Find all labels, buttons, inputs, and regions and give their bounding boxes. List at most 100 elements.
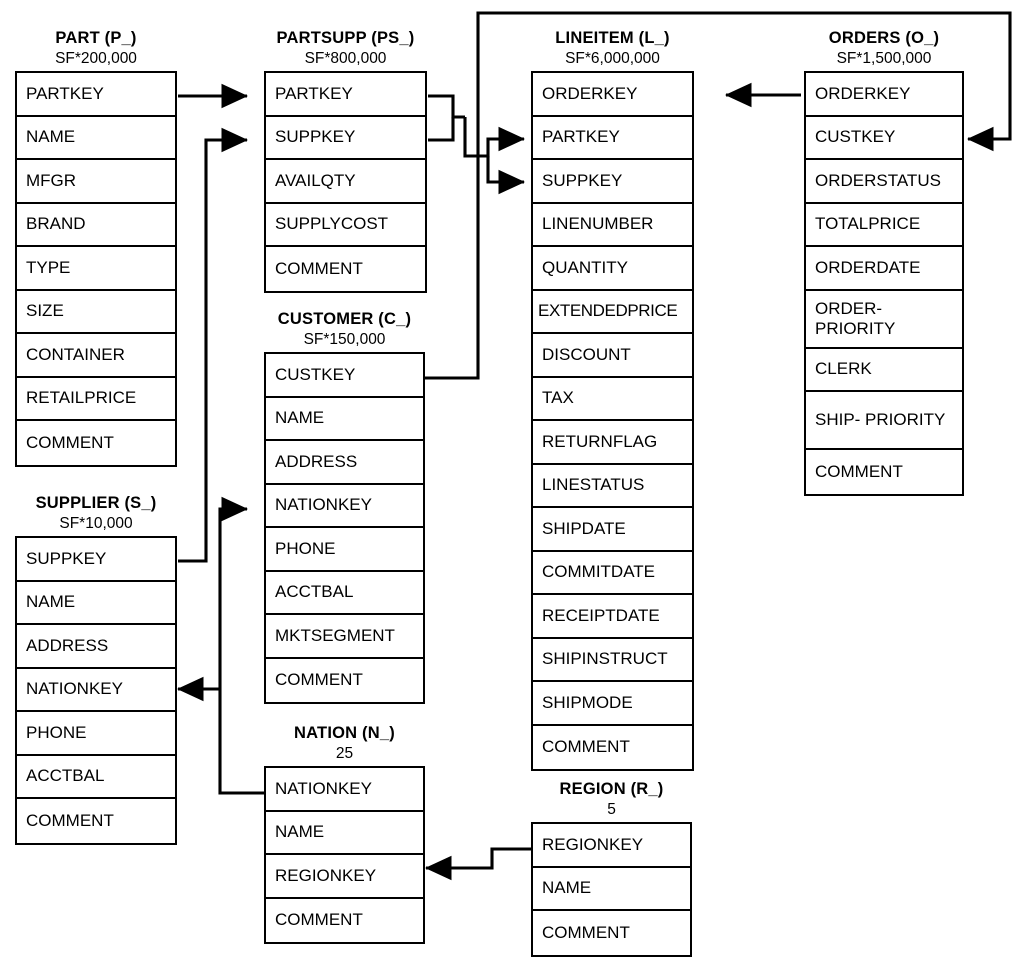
field-supplier-phone[interactable]: PHONE [17,712,175,756]
field-nation-name[interactable]: NAME [266,811,423,855]
entity-nation: NATION (N_) 25 NATIONKEY NAME REGIONKEY … [264,725,425,944]
connector-partsupp-lineitem-part [463,117,526,158]
entity-lineitem-fields: ORDERKEY PARTKEY SUPPKEY LINENUMBER QUAN… [531,71,694,771]
field-orders-orderpriority[interactable]: ORDER- PRIORITY [806,290,962,349]
field-lineitem-returnflag[interactable]: RETURNFLAG [533,421,692,465]
field-lineitem-shipdate[interactable]: SHIPDATE [533,508,692,552]
connector-supplier-partsupp [178,127,249,563]
field-orders-orderstatus[interactable]: ORDERSTATUS [806,160,962,204]
field-customer-nationkey[interactable]: NATIONKEY [266,484,423,528]
field-customer-comment[interactable]: COMMENT [266,658,423,702]
field-lineitem-shipinstruct[interactable]: SHIPINSTRUCT [533,638,692,682]
field-part-mfgr[interactable]: MFGR [17,160,175,204]
entity-orders-title: ORDERS (O_) [828,29,940,47]
entity-lineitem-title: LINEITEM (L_) [555,29,670,47]
field-supplier-suppkey[interactable]: SUPPKEY [17,538,175,582]
field-customer-address[interactable]: ADDRESS [266,441,423,485]
field-lineitem-discount[interactable]: DISCOUNT [533,334,692,378]
field-orders-orderdate[interactable]: ORDERDATE [806,247,962,291]
field-lineitem-extendedprice[interactable]: EXTENDEDPRICE [533,290,692,334]
field-region-name[interactable]: NAME [533,867,690,911]
field-customer-mktsegment[interactable]: MKTSEGMENT [266,615,423,659]
entity-supplier-title: SUPPLIER (S_) [35,494,157,512]
entity-part-title: PART (P_) [55,29,137,47]
entity-lineitem: LINEITEM (L_) SF*6,000,000 ORDERKEY PART… [531,30,694,771]
field-orders-comment[interactable]: COMMENT [806,450,962,494]
field-orders-orderkey[interactable]: ORDERKEY [806,73,962,117]
entity-part: PART (P_) SF*200,000 PARTKEY NAME MFGR B… [15,30,177,467]
field-orders-clerk[interactable]: CLERK [806,348,962,392]
field-partsupp-partkey[interactable]: PARTKEY [266,73,425,117]
field-lineitem-partkey[interactable]: PARTKEY [533,116,692,160]
entity-nation-title: NATION (N_) [294,724,395,742]
field-nation-regionkey[interactable]: REGIONKEY [266,855,423,899]
connector-partsupp-lineitem-supp [486,156,526,195]
connector-nation-customer [218,496,265,795]
field-part-comment[interactable]: COMMENT [17,421,175,465]
field-customer-phone[interactable]: PHONE [266,528,423,572]
field-customer-name[interactable]: NAME [266,397,423,441]
entity-partsupp-title: PARTSUPP (PS_) [276,29,415,47]
field-orders-shippriority[interactable]: SHIP- PRIORITY [806,392,962,450]
entity-orders-cardinality: SF*1,500,000 [836,49,932,67]
field-part-size[interactable]: SIZE [17,290,175,334]
entity-supplier: SUPPLIER (S_) SF*10,000 SUPPKEY NAME ADD… [15,495,177,845]
field-partsupp-availqty[interactable]: AVAILQTY [266,160,425,204]
entity-customer-fields: CUSTKEY NAME ADDRESS NATIONKEY PHONE ACC… [264,352,425,704]
field-part-name[interactable]: NAME [17,116,175,160]
entity-nation-cardinality: 25 [335,744,354,762]
entity-part-cardinality: SF*200,000 [55,49,137,67]
entity-region: REGION (R_) 5 REGIONKEY NAME COMMENT [531,781,692,957]
connector-region-nation [424,847,531,881]
field-lineitem-linestatus[interactable]: LINESTATUS [533,464,692,508]
field-partsupp-supplycost[interactable]: SUPPLYCOST [266,203,425,247]
entity-orders-fields: ORDERKEY CUSTKEY ORDERSTATUS TOTALPRICE … [804,71,964,496]
entity-region-fields: REGIONKEY NAME COMMENT [531,822,692,957]
field-nation-comment[interactable]: COMMENT [266,898,423,942]
entity-partsupp-cardinality: SF*800,000 [304,49,387,67]
entity-supplier-fields: SUPPKEY NAME ADDRESS NATIONKEY PHONE ACC… [15,536,177,845]
field-lineitem-receiptdate[interactable]: RECEIPTDATE [533,595,692,639]
field-lineitem-shipmode[interactable]: SHIPMODE [533,682,692,726]
entity-customer: CUSTOMER (C_) SF*150,000 CUSTKEY NAME AD… [264,311,425,704]
field-region-comment[interactable]: COMMENT [533,911,690,955]
field-lineitem-commitdate[interactable]: COMMITDATE [533,551,692,595]
field-supplier-address[interactable]: ADDRESS [17,625,175,669]
field-supplier-acctbal[interactable]: ACCTBAL [17,755,175,799]
field-orders-totalprice[interactable]: TOTALPRICE [806,203,962,247]
field-partsupp-suppkey[interactable]: SUPPKEY [266,116,425,160]
connector-partsupp-merge-b [428,117,455,142]
field-part-type[interactable]: TYPE [17,247,175,291]
field-lineitem-orderkey[interactable]: ORDERKEY [533,73,692,117]
entity-partsupp-fields: PARTKEY SUPPKEY AVAILQTY SUPPLYCOST COMM… [264,71,427,293]
field-supplier-name[interactable]: NAME [17,581,175,625]
entity-region-title: REGION (R_) [559,780,664,798]
field-lineitem-quantity[interactable]: QUANTITY [533,247,692,291]
field-lineitem-linenumber[interactable]: LINENUMBER [533,203,692,247]
field-partsupp-comment[interactable]: COMMENT [266,247,425,291]
field-lineitem-tax[interactable]: TAX [533,377,692,421]
field-customer-acctbal[interactable]: ACCTBAL [266,571,423,615]
field-lineitem-comment[interactable]: COMMENT [533,725,692,769]
field-region-regionkey[interactable]: REGIONKEY [533,824,690,868]
entity-nation-fields: NATIONKEY NAME REGIONKEY COMMENT [264,766,425,944]
connector-partsupp-merge-a [428,94,465,119]
field-part-container[interactable]: CONTAINER [17,334,175,378]
field-nation-nationkey[interactable]: NATIONKEY [266,768,423,812]
entity-supplier-cardinality: SF*10,000 [59,514,133,532]
field-supplier-nationkey[interactable]: NATIONKEY [17,668,175,712]
field-part-partkey[interactable]: PARTKEY [17,73,175,117]
entity-part-fields: PARTKEY NAME MFGR BRAND TYPE SIZE CONTAI… [15,71,177,467]
field-customer-custkey[interactable]: CUSTKEY [266,354,423,398]
field-part-retailprice[interactable]: RETAILPRICE [17,377,175,421]
field-orders-custkey[interactable]: CUSTKEY [806,116,962,160]
field-lineitem-suppkey[interactable]: SUPPKEY [533,160,692,204]
entity-customer-title: CUSTOMER (C_) [277,310,412,328]
field-part-brand[interactable]: BRAND [17,203,175,247]
entity-partsupp: PARTSUPP (PS_) SF*800,000 PARTKEY SUPPKE… [264,30,427,293]
entity-orders: ORDERS (O_) SF*1,500,000 ORDERKEY CUSTKE… [804,30,964,496]
entity-lineitem-cardinality: SF*6,000,000 [565,49,660,67]
field-supplier-comment[interactable]: COMMENT [17,799,175,843]
entity-customer-cardinality: SF*150,000 [303,330,386,348]
